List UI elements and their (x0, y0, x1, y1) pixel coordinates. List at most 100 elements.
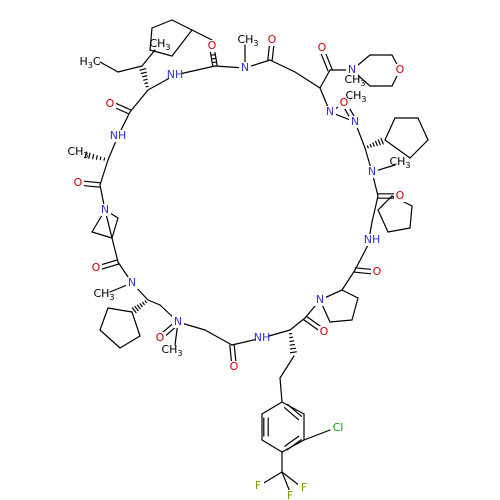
stereo-hash-bond (136, 304, 141, 310)
stereo-hash-bond (92, 153, 95, 160)
aromatic-bond (283, 407, 300, 421)
bond (279, 355, 295, 379)
azetidine-ring (111, 217, 119, 239)
oxygen-label-bg (154, 332, 166, 344)
stereo-hash-bond (143, 78, 148, 81)
stereo-hash-bond (380, 137, 384, 145)
cyclopentane-ring (171, 19, 193, 31)
oxygen-label: O (74, 176, 83, 189)
cyclopentane-ring (409, 139, 429, 159)
stereo-hash-bond (95, 155, 98, 160)
oxygen-label-bg (338, 97, 350, 109)
oxygen-label: O (268, 33, 277, 46)
oxygen-label-bg (72, 177, 84, 189)
cyclopentane-ring (99, 307, 109, 331)
nitrogen-label: N (174, 315, 182, 328)
benzene-ring (281, 401, 305, 415)
oxygen-label: O (156, 331, 165, 344)
macrocycle-bond (269, 59, 296, 73)
methyl-label: CH3 (389, 155, 410, 170)
cyclopentane-ring (99, 329, 121, 349)
stereo-hash-bond (139, 68, 147, 71)
azetidine-ring (91, 231, 113, 239)
cyclopentane-ring (384, 139, 411, 159)
nitrogen-label-bg (172, 316, 184, 328)
macrocycle-bond (111, 237, 119, 263)
stereo-hash-bond (377, 139, 381, 146)
aromatic-bond (286, 403, 303, 417)
stereo-hash-bond (366, 145, 369, 149)
stereo-hash-bond (131, 307, 137, 314)
stereo-hash-bond (99, 156, 102, 161)
stereo-hash-bond (372, 142, 375, 147)
stereo-hash-bond (84, 151, 87, 159)
nitrogen-label-bg (239, 62, 251, 74)
stereo-hash-bond (144, 82, 149, 85)
oxygen-label-bg (394, 64, 406, 76)
fluorine-label-bg (298, 482, 310, 494)
cyclopentane-ring (417, 117, 429, 141)
bond (141, 49, 156, 67)
methyl-label: CH3 (67, 145, 88, 160)
macrocycle-bond (129, 89, 149, 113)
stereo-hash-bond (141, 301, 145, 306)
methyl-label: CH3 (93, 287, 114, 302)
cyclopentane-ring (149, 27, 153, 51)
nh-label-bg (366, 234, 378, 246)
nh-label: NH (364, 233, 381, 246)
oxygen-label-bg (266, 34, 278, 46)
nh-label-bg (256, 332, 268, 344)
fluorine-label-bg (284, 490, 296, 500)
oxygen-label: O (92, 261, 101, 274)
stereo-hash-bond (88, 152, 91, 159)
stereo-hash-bond (289, 343, 296, 346)
nitrogen-label-bg (346, 64, 358, 76)
cyclopentane-ring (119, 335, 141, 349)
h3c-label: H3C (79, 55, 100, 70)
oxygen-label-bg (228, 361, 240, 373)
oxygen-label: O (396, 189, 405, 202)
chlorine-label-bg (332, 422, 344, 434)
pyrrolidine-ring (341, 289, 359, 299)
oxygen-label-bg (206, 40, 218, 52)
stereo-hash-bond (140, 71, 147, 75)
stereo-hash-bond (134, 305, 139, 312)
nitrogen-label-bg (324, 106, 336, 118)
cyclopentane-ring (409, 205, 413, 229)
nitrogen-label: N (326, 105, 334, 118)
cyclopentane-ring (107, 307, 133, 313)
nitrogen-label: N (241, 61, 249, 74)
oxygen-label: O (320, 325, 329, 338)
cyclopentane-ring (384, 117, 396, 141)
nitrogen-label: N (348, 63, 356, 76)
methyl-label: CH3 (161, 343, 182, 358)
macrocycle-bond (174, 65, 216, 76)
cyclopentane-ring (171, 29, 193, 57)
nitrogen-label: N (368, 165, 376, 178)
oxygen-label-bg (371, 266, 383, 278)
macrocycle-bond (99, 159, 109, 186)
nitrogen-label: N (101, 203, 109, 216)
oxygen-label: O (106, 97, 115, 110)
stereo-hash-bond (289, 347, 297, 350)
nh-label: NH (167, 68, 184, 81)
stereo-hash-bond (139, 303, 143, 308)
nitrogen-label: N (316, 293, 324, 306)
stereo-hash-bond (289, 340, 295, 343)
cyclopentane-ring (377, 209, 389, 233)
stereo-hash-bond (369, 143, 372, 148)
bond (117, 65, 143, 73)
fluorine-label: F (255, 479, 261, 492)
stereo-hash-bond (375, 140, 378, 147)
fluorine-label: F (287, 489, 293, 500)
bond (279, 377, 283, 403)
methyl-label: CH3 (237, 33, 258, 48)
oxygen-label: O (396, 63, 405, 76)
oxygen-label: O (230, 360, 239, 373)
oxygen-label: O (340, 96, 349, 109)
carbonyl-bond (303, 319, 322, 333)
bond (191, 29, 213, 41)
bond (261, 471, 283, 485)
